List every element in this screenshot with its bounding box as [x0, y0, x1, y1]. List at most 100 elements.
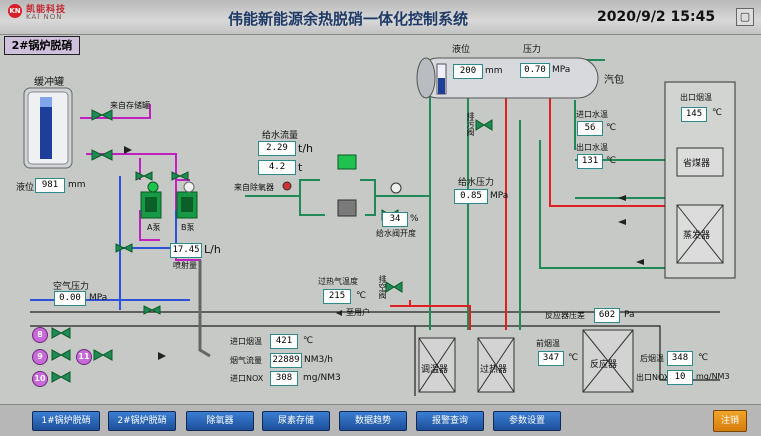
nav-boiler2-button[interactable]: 2#锅炉脱硝	[108, 411, 176, 431]
outlet-water-temp-label: 出口水温	[576, 143, 608, 152]
flow-meter-icon	[282, 154, 402, 217]
drum-level-value: 200	[453, 64, 483, 79]
to-user-label: 至用户	[346, 308, 370, 317]
drain-valve-label: 排污阀	[466, 112, 475, 136]
drum-pressure-unit: MPa	[552, 65, 571, 75]
inlet-flue-unit: ℃	[303, 336, 314, 346]
company-name-cn: 凯能科技	[26, 5, 67, 15]
nav-deaerator-button[interactable]: 除氧器	[186, 411, 254, 431]
spray-rate-label: 喷射量	[173, 261, 197, 270]
inlet-nox-label: 进口NOX	[230, 374, 264, 383]
superheater-label: 过热器	[480, 365, 508, 375]
inlet-flue-value: 421	[270, 334, 298, 349]
front-temp-value: 347	[538, 351, 564, 366]
ammonia-valves	[51, 327, 113, 383]
drum-pressure-value: 0.70	[520, 63, 550, 78]
feedwater-valve-unit: %	[410, 214, 419, 224]
bottom-equipment	[418, 329, 634, 393]
buffer-tank-label: 缓冲罐	[34, 77, 64, 88]
feedwater-flow-label: 给水流量	[262, 131, 299, 141]
inlet-flue-label: 进口烟温	[230, 337, 262, 346]
outlet-water-temp-unit: ℃	[606, 156, 617, 166]
rear-temp-label: 后烟温	[640, 354, 664, 363]
inlet-water-temp-value: 56	[577, 121, 603, 136]
feedwater-flow-total-unit: t	[298, 161, 303, 174]
nav-boiler1-button[interactable]: 1#锅炉脱硝	[32, 411, 100, 431]
nav-data-trend-button[interactable]: 数据趋势	[339, 411, 407, 431]
company-logo-icon: KN	[8, 4, 22, 18]
feedwater-flow-total-value: 4.2	[258, 160, 296, 175]
drum-pressure-label: 压力	[523, 45, 542, 55]
nav-parameter-settings-button[interactable]: 参数设置	[493, 411, 561, 431]
feedwater-flow-rate-unit: t/h	[298, 142, 313, 155]
drum-name: 汽包	[604, 75, 624, 86]
outlet-nox-value: 10	[667, 370, 693, 385]
buffer-level-unit: mm	[68, 180, 86, 190]
valve-number-badge[interactable]: 8	[32, 327, 48, 343]
inlet-nox-unit: mg/NM3	[303, 373, 341, 383]
valve-number-badge[interactable]: 11	[76, 349, 92, 365]
feedwater-flow-rate-value: 2.29	[258, 141, 296, 156]
reactor-dp-label: 反应器压差	[545, 311, 585, 320]
drum-level-label: 液位	[452, 45, 471, 55]
inlet-water-temp-unit: ℃	[606, 123, 617, 133]
system-title: 伟能新能源余热脱硝一体化控制系统	[228, 10, 469, 28]
buffer-tank-icon	[23, 87, 73, 169]
window-restore-button[interactable]: ▢	[736, 8, 754, 26]
evaporator-label: 蒸发器	[683, 231, 711, 241]
inlet-nox-value: 308	[270, 371, 298, 386]
buffer-level-value: 981	[35, 178, 65, 193]
from-deaerator-label: 来自除氧器	[234, 183, 274, 192]
reactor-dp-unit: Pa	[624, 310, 635, 320]
header-bar: KN 凯能科技 KAI NON 伟能新能源余热脱硝一体化控制系统 2020/9/…	[0, 0, 761, 35]
attemperator-label: 调温器	[421, 365, 449, 375]
reactor-label: 反应器	[590, 360, 618, 370]
page-title: 2#锅炉脱硝	[4, 36, 80, 55]
feedwater-pressure-label: 给水压力	[458, 178, 495, 188]
inlet-water-temp-label: 进口水温	[576, 110, 608, 119]
company-name-en: KAI NON	[26, 13, 63, 21]
injector-pipe	[198, 260, 211, 358]
feedwater-valve-value: 34	[382, 212, 408, 227]
pump-a-icon	[140, 181, 162, 219]
from-storage-label: 来自存储罐	[110, 101, 150, 110]
spray-rate-unit: L/h	[204, 243, 221, 256]
steam-pipes	[390, 90, 665, 330]
outlet-water-temp-value: 131	[577, 154, 603, 169]
datetime-display: 2020/9/2 15:45	[597, 9, 716, 25]
superheat-temp-unit: ℃	[356, 291, 367, 301]
nav-urea-storage-button[interactable]: 尿素存储	[262, 411, 330, 431]
feedwater-pressure-unit: MPa	[490, 191, 509, 201]
bottom-nav: 1#锅炉脱硝 2#锅炉脱硝 除氧器 尿素存储 数据趋势 报警查询 参数设置 注销	[0, 404, 761, 436]
outlet-nox-unit: mg/NM3	[696, 372, 730, 381]
flue-flow-value: 22889	[270, 353, 302, 368]
pump-a-label: A泵	[147, 223, 161, 232]
air-pressure-value: 0.00	[54, 291, 86, 306]
process-diagram	[23, 57, 736, 396]
outlet-flue-temp-value: 145	[681, 107, 707, 122]
superheat-temp-label: 过热气温度	[318, 277, 358, 286]
nav-alarm-query-button[interactable]: 报警查询	[416, 411, 484, 431]
valve-number-badge[interactable]: 9	[32, 349, 48, 365]
spray-rate-value: 17.45	[170, 243, 202, 258]
air-pressure-unit: MPa	[89, 293, 108, 303]
outlet-flue-temp-unit: ℃	[712, 108, 723, 118]
reactor-dp-value: 602	[594, 308, 620, 323]
air-pipes	[30, 176, 190, 310]
feedwater-pipes	[245, 59, 665, 330]
superheat-temp-value: 215	[323, 289, 351, 304]
pump-b-label: B泵	[181, 223, 195, 232]
rear-temp-value: 348	[667, 351, 693, 366]
rear-temp-unit: ℃	[698, 353, 709, 363]
flue-flow-unit: NM3/h	[304, 355, 333, 365]
flow-arrows	[124, 146, 644, 360]
valve-number-badge[interactable]: 10	[32, 371, 48, 387]
logout-button[interactable]: 注销	[713, 410, 747, 432]
flue-flow-label: 烟气流量	[230, 356, 262, 365]
front-temp-label: 前烟温	[536, 339, 560, 348]
pump-b-icon	[176, 181, 198, 219]
steam-drum-icon	[416, 57, 599, 99]
buffer-level-label: 液位	[16, 183, 35, 193]
outlet-flue-temp-label: 出口烟温	[680, 93, 712, 102]
